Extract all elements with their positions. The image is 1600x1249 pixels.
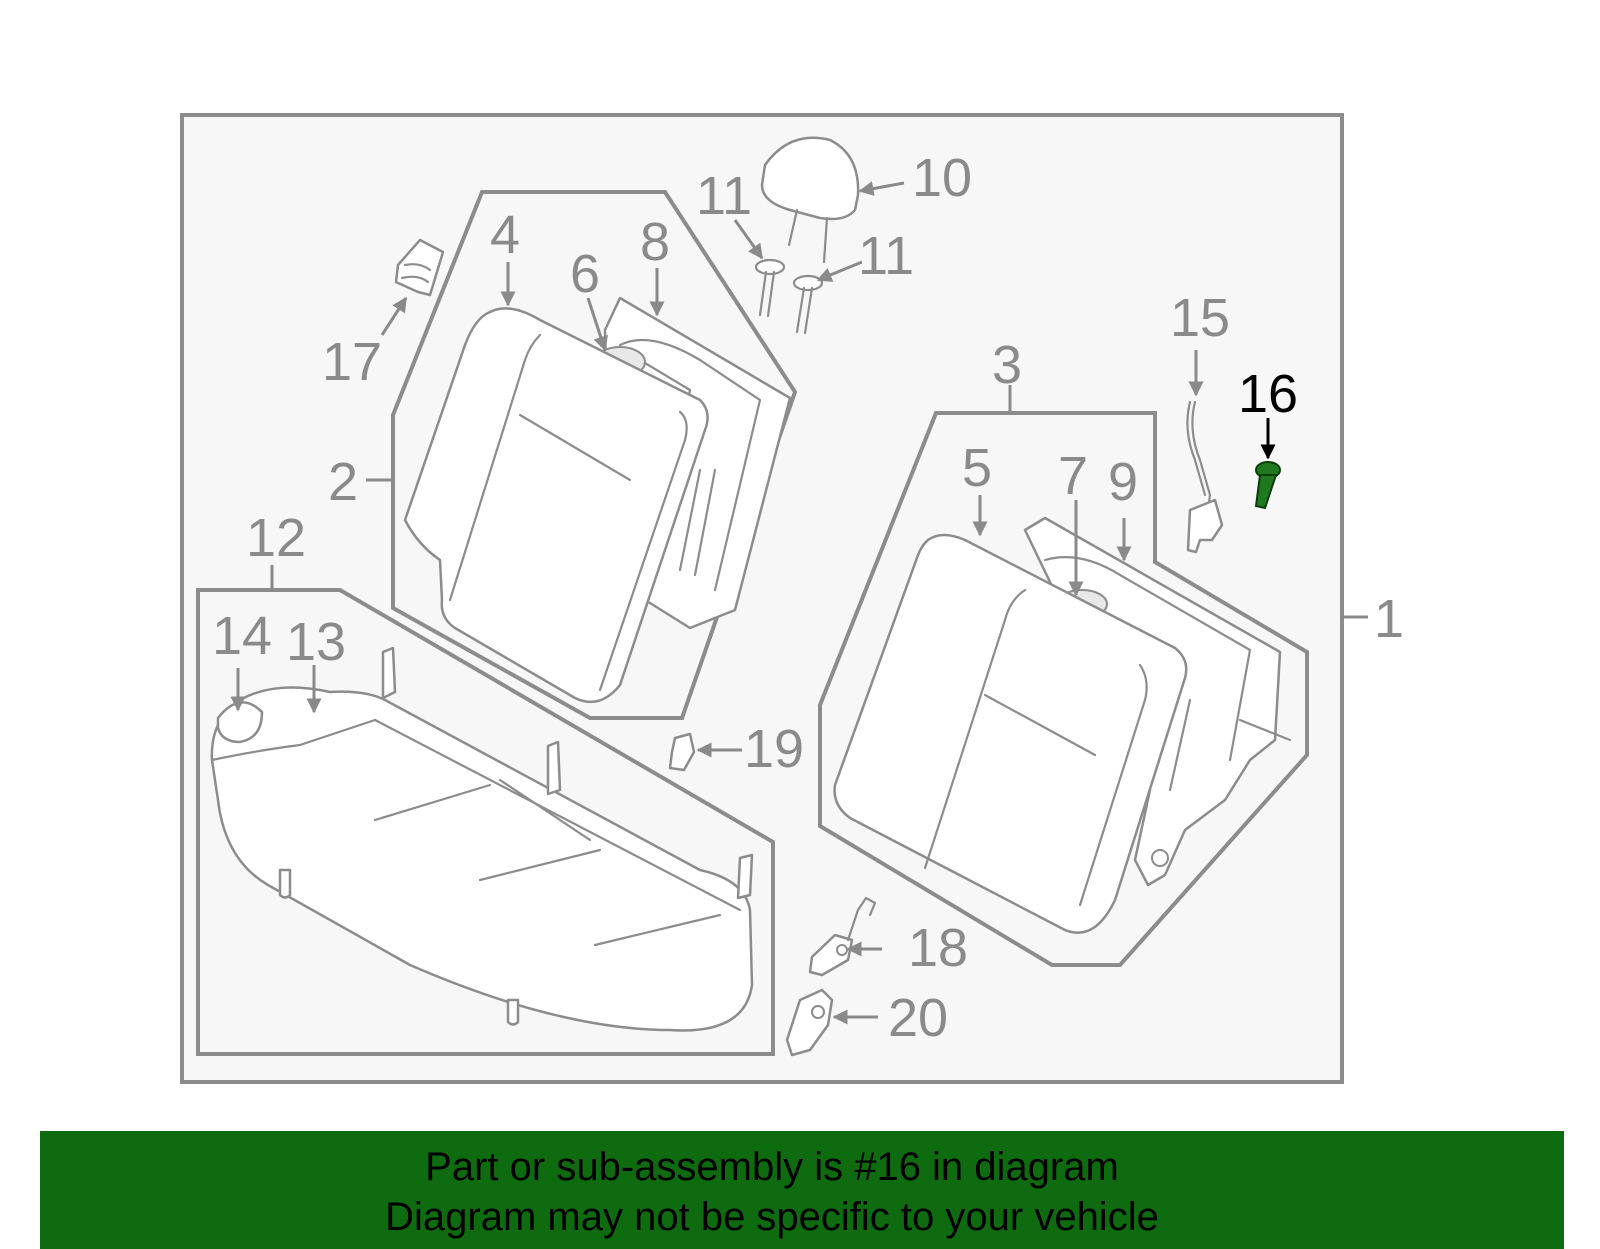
headrest (760, 136, 860, 264)
leader-lines (230, 181, 1368, 1025)
seat-cushion-group-outline (196, 588, 775, 1056)
part-18-connector (808, 896, 877, 977)
callout-4: 4 (490, 205, 520, 265)
seat-cushion (210, 646, 754, 1032)
footer-line-part-info: Part or sub-assembly is #16 in diagram (425, 1145, 1119, 1189)
seat-back-left-group-outline (391, 190, 798, 720)
callout-13: 13 (286, 612, 346, 672)
callout-11-a: 11 (696, 166, 752, 226)
callout-6: 6 (570, 244, 600, 304)
footer-banner: Part or sub-assembly is #16 in diagram D… (40, 1131, 1564, 1249)
callout-1: 1 (1374, 589, 1404, 649)
callout-16: 16 (1238, 364, 1298, 424)
headrest-guide-left (754, 258, 786, 318)
seat-back-right-group-outline (818, 411, 1309, 967)
callout-12: 12 (246, 508, 306, 568)
part-16-highlighted[interactable] (1254, 461, 1281, 510)
callout-8: 8 (640, 212, 670, 272)
callout-7: 7 (1058, 446, 1088, 506)
callout-10: 10 (912, 148, 972, 208)
callout-20: 20 (888, 988, 948, 1048)
part-19-clip (668, 732, 696, 772)
callout-2: 2 (328, 452, 358, 512)
callout-5: 5 (962, 438, 992, 498)
callout-18: 18 (908, 918, 968, 978)
release-cable (1186, 400, 1224, 554)
callout-14: 14 (212, 606, 272, 666)
callout-15: 15 (1170, 288, 1230, 348)
callout-3: 3 (992, 335, 1022, 395)
callout-labels: 1 2 3 4 5 6 7 8 9 10 11 11 12 13 14 15 1… (212, 148, 1404, 1048)
footer-line-disclaimer: Diagram may not be specific to your vehi… (385, 1195, 1159, 1239)
seat-back-right-cover (833, 533, 1188, 934)
headrest-guide-right (792, 274, 824, 335)
callout-17: 17 (322, 332, 382, 392)
bracket-17 (394, 238, 445, 297)
callout-9: 9 (1108, 452, 1138, 512)
callout-19: 19 (744, 719, 804, 779)
part-20-cover (785, 988, 834, 1057)
callout-11-b: 11 (858, 226, 914, 286)
seat-back-left-cover (403, 307, 709, 704)
